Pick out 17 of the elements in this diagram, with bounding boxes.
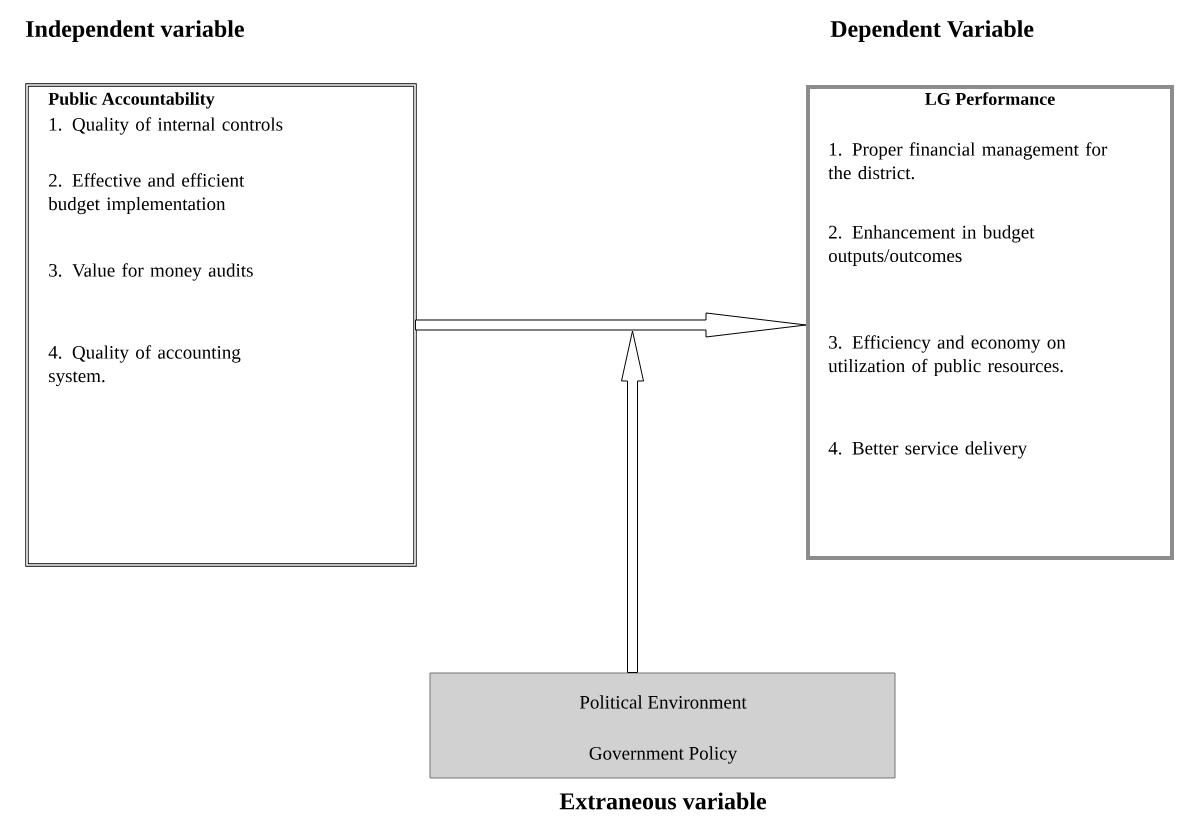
list-item: 2. Enhancement in budget outputs/outcomes xyxy=(828,225,1035,266)
factor-label: Government Policy xyxy=(589,746,738,764)
list-item: 1. Quality of internal controls xyxy=(49,117,283,135)
list-item: 4. Better service delivery xyxy=(828,441,1028,459)
heading: Extraneous variable xyxy=(559,792,767,810)
list-item: 3. Efficiency and economy on utilization of public resources. xyxy=(828,335,1066,377)
arrow xyxy=(414,312,807,338)
heading: Independent variable xyxy=(26,20,244,42)
list-item: 3. Value for money audits xyxy=(49,263,253,281)
box-title: Public Accountability xyxy=(48,92,215,109)
factor-label: Political Environment xyxy=(579,695,747,709)
list-item: 4. Quality of accounting system. xyxy=(48,345,241,387)
heading: Dependent Variable xyxy=(830,20,1034,42)
box-title: LG Performance xyxy=(925,92,1055,106)
arrow xyxy=(621,330,644,673)
list-item: 1. Proper financial management for the district. xyxy=(828,142,1108,180)
list-item: 2. Effective and efficient budget implementation xyxy=(48,173,245,215)
